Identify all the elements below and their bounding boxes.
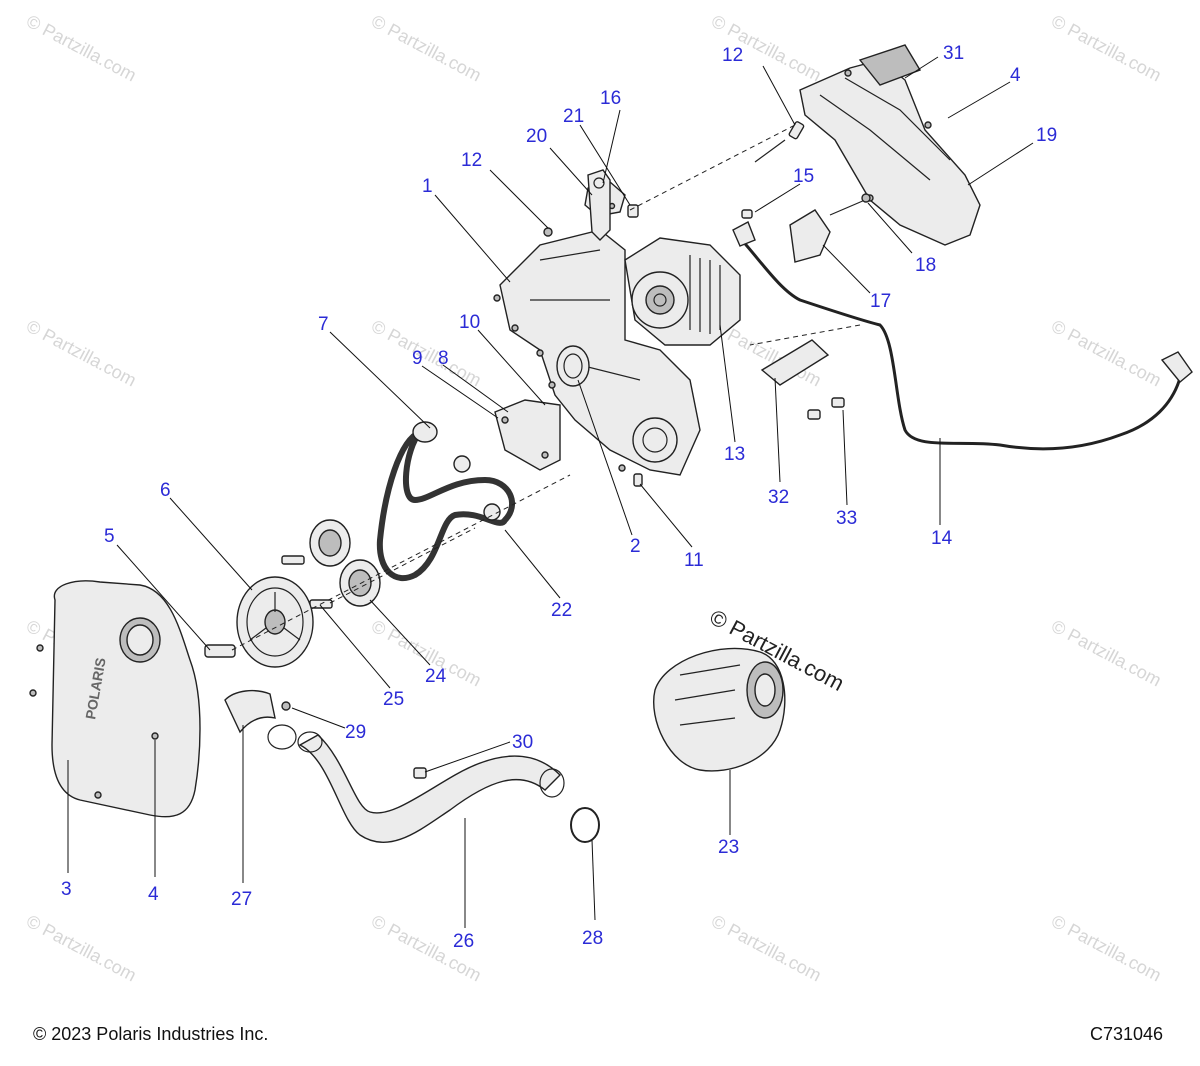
hose-clamp[interactable] <box>570 807 600 843</box>
callout-20[interactable]: 20 <box>526 126 547 147</box>
callout-2[interactable]: 2 <box>630 536 641 557</box>
callout-31[interactable]: 31 <box>943 43 964 64</box>
watermark: © Partzilla.com <box>1048 316 1164 391</box>
crank-seal[interactable] <box>556 345 590 387</box>
callout-19[interactable]: 19 <box>1036 125 1057 146</box>
bolt-11[interactable] <box>633 473 643 487</box>
watermark: © Partzilla.com <box>23 316 139 391</box>
crank-pulley[interactable] <box>236 576 314 668</box>
intake-elbow[interactable] <box>224 689 297 750</box>
heat-shield[interactable] <box>799 44 981 246</box>
callout-25[interactable]: 25 <box>383 689 404 710</box>
tensioner-bracket[interactable] <box>494 399 561 471</box>
idler-pulley-lower[interactable] <box>339 559 381 607</box>
callout-6[interactable]: 6 <box>160 480 171 501</box>
callout-29[interactable]: 29 <box>345 722 366 743</box>
callout-11[interactable]: 11 <box>684 550 704 571</box>
bolt-21[interactable] <box>627 204 639 218</box>
callout-17[interactable]: 17 <box>870 291 891 312</box>
battery-cable[interactable] <box>732 221 1193 451</box>
lifting-eye[interactable] <box>587 169 611 241</box>
callout-9[interactable]: 9 <box>412 348 423 369</box>
watermark: © Partzilla.com <box>368 11 484 86</box>
front-cover[interactable] <box>493 227 701 476</box>
callout-15[interactable]: 15 <box>793 166 814 187</box>
watermark: © Partzilla.com <box>1048 911 1164 986</box>
callout-10[interactable]: 10 <box>459 312 480 333</box>
callout-24[interactable]: 24 <box>425 666 447 687</box>
callout-21[interactable]: 21 <box>563 106 584 127</box>
callout-labels: 1 2 3 4 4 5 6 7 8 9 10 11 12 12 13 14 15… <box>61 43 1057 952</box>
watermark: © Partzilla.com <box>708 911 824 986</box>
ac-compressor[interactable] <box>653 647 786 772</box>
callout-14[interactable]: 14 <box>931 528 953 549</box>
callout-18[interactable]: 18 <box>915 255 936 276</box>
watermark: © Partzilla.com <box>1048 616 1164 691</box>
callout-16[interactable]: 16 <box>600 88 621 109</box>
belt-cover[interactable]: POLARIS <box>29 580 201 818</box>
alternator[interactable] <box>624 237 741 346</box>
watermark: © Partzilla.com <box>1048 11 1164 86</box>
intake-tube[interactable] <box>297 731 565 844</box>
clip-30[interactable] <box>413 767 427 779</box>
watermark: © Partzilla.com <box>23 911 139 986</box>
parts-layer: POLARIS <box>29 44 1193 844</box>
plug[interactable] <box>453 455 471 473</box>
leader-lines <box>67 56 1034 928</box>
callout-4[interactable]: 4 <box>1010 65 1021 86</box>
callout-7[interactable]: 7 <box>318 314 329 335</box>
copyright-text: © 2023 Polaris Industries Inc. <box>33 1024 268 1044</box>
bolt-5[interactable] <box>204 644 236 658</box>
bracket-32[interactable] <box>760 339 830 386</box>
callout-28[interactable]: 28 <box>582 928 603 949</box>
diagram-code: C731046 <box>1090 1024 1163 1044</box>
callout-22[interactable]: 22 <box>551 600 572 621</box>
bolt-33[interactable] <box>807 397 845 420</box>
bolt-12[interactable] <box>754 121 805 163</box>
callout-12[interactable]: 12 <box>461 150 482 171</box>
callout-33[interactable]: 33 <box>836 508 857 529</box>
watermark: © Partzilla.com <box>23 11 139 86</box>
callout-3[interactable]: 3 <box>61 879 72 900</box>
callout-8[interactable]: 8 <box>438 348 449 369</box>
callout-12[interactable]: 12 <box>722 45 743 66</box>
callout-1[interactable]: 1 <box>422 176 433 197</box>
callout-32[interactable]: 32 <box>768 487 789 508</box>
cable-bracket[interactable] <box>741 193 871 263</box>
callout-27[interactable]: 27 <box>231 889 252 910</box>
callout-23[interactable]: 23 <box>718 837 739 858</box>
callout-30[interactable]: 30 <box>512 732 533 753</box>
drive-belt[interactable] <box>376 421 516 582</box>
callout-13[interactable]: 13 <box>724 444 745 465</box>
idler-pulley-upper[interactable] <box>309 519 351 567</box>
callout-4[interactable]: 4 <box>148 884 159 905</box>
callout-26[interactable]: 26 <box>453 931 474 952</box>
callout-5[interactable]: 5 <box>104 526 115 547</box>
